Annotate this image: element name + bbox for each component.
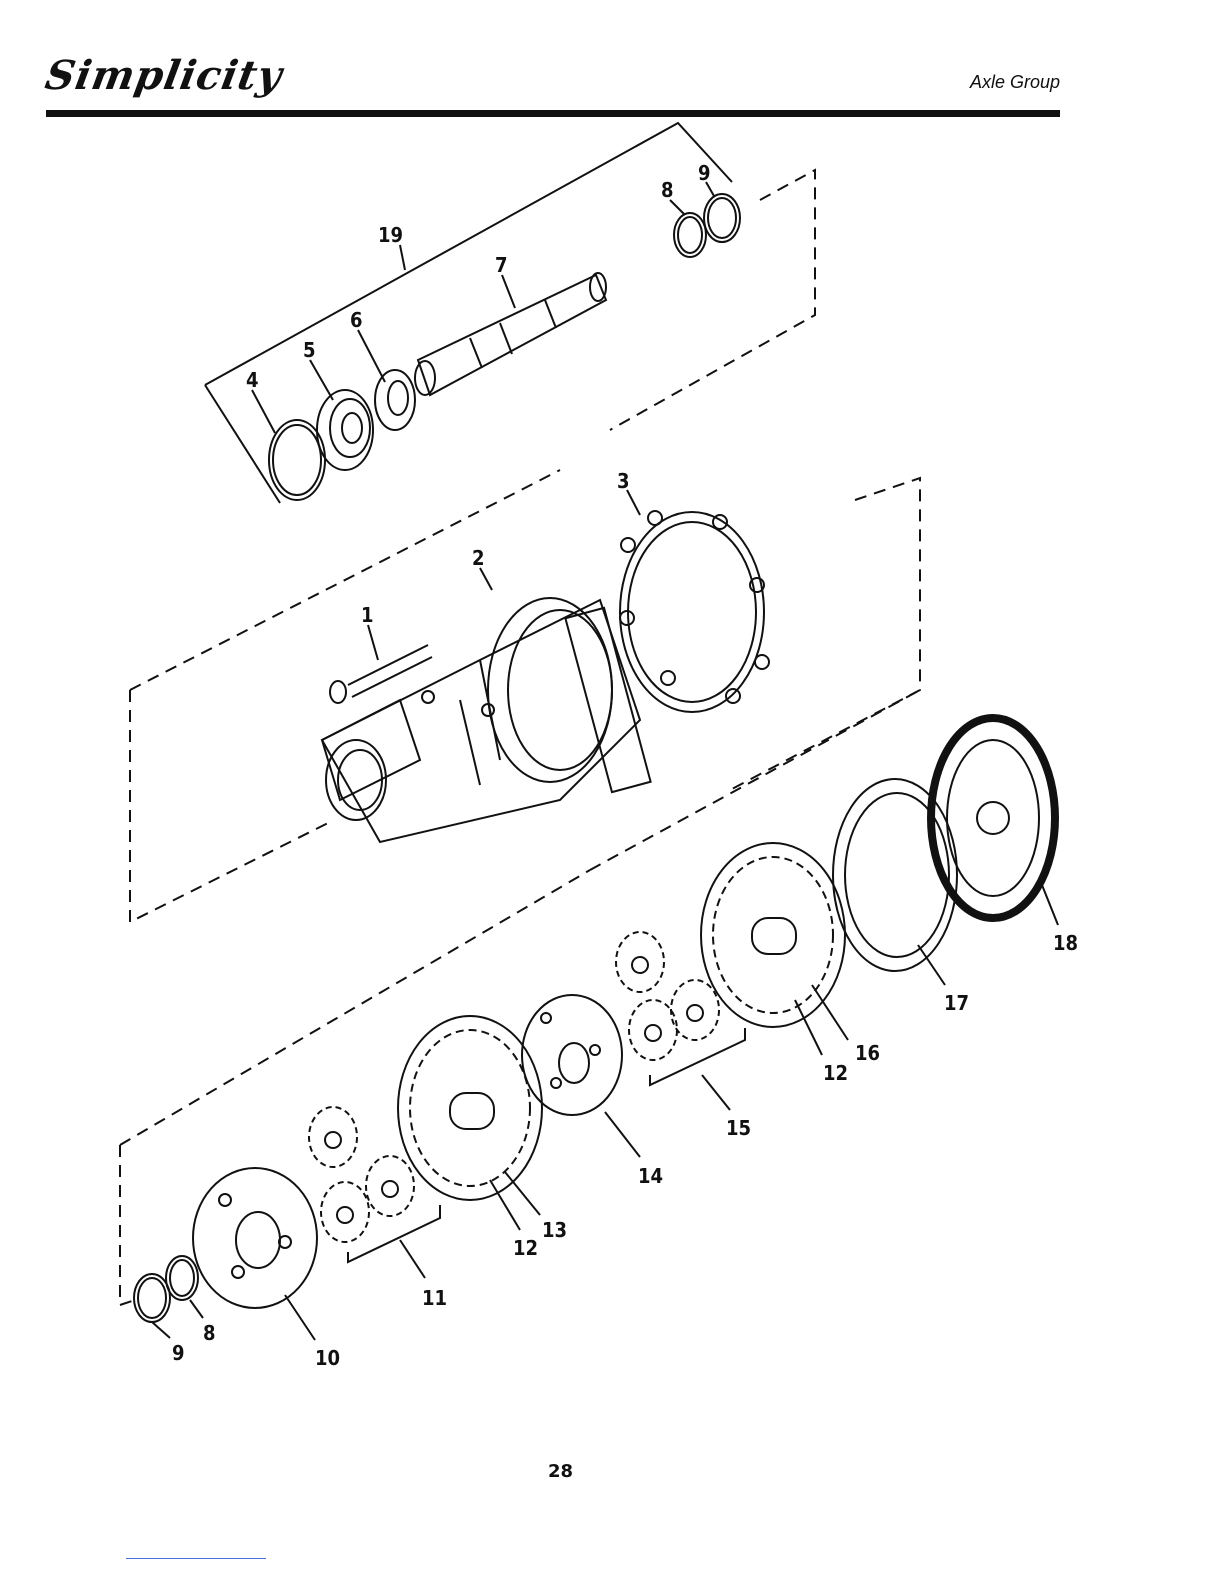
callout-6: 6 (350, 308, 363, 332)
ring-8-top (674, 213, 706, 257)
callout-18: 18 (1053, 931, 1078, 955)
washer-6 (375, 370, 415, 430)
callout-12-upper: 12 (823, 1061, 848, 1085)
callout-1: 1 (361, 603, 374, 627)
plate-14 (522, 995, 622, 1115)
friction-disc-18 (931, 718, 1055, 918)
disc-assembly (120, 690, 1058, 1340)
callout-19: 19 (378, 223, 403, 247)
shaft-7 (415, 273, 606, 395)
callout-8-bottom: 8 (203, 1321, 216, 1345)
bearing-set-15 (616, 932, 745, 1085)
callout-9-top: 9 (698, 161, 711, 185)
housing-assembly (130, 470, 920, 922)
callout-14: 14 (638, 1164, 663, 1188)
callout-13: 13 (542, 1218, 567, 1242)
snap-ring-4 (269, 420, 325, 500)
page-number: 28 (548, 1461, 573, 1482)
ring-9-top (704, 194, 740, 242)
callout-11: 11 (422, 1286, 447, 1310)
ring-8-bottom (166, 1256, 198, 1300)
callout-12-lower: 12 (513, 1236, 538, 1260)
callout-9-bottom: 9 (172, 1341, 185, 1365)
bearing-set-11 (309, 1107, 440, 1262)
plate-10 (193, 1168, 317, 1308)
footer-link-line (126, 1558, 266, 1559)
carrier-12-lower (398, 1016, 542, 1200)
callout-4: 4 (246, 368, 259, 392)
carrier-12-upper (701, 843, 845, 1027)
bolt-1 (330, 645, 432, 703)
callout-3: 3 (617, 469, 630, 493)
callout-5: 5 (303, 338, 316, 362)
callout-10: 10 (315, 1346, 340, 1370)
ring-9-bottom (134, 1274, 170, 1322)
callout-2: 2 (472, 546, 485, 570)
callout-16: 16 (855, 1041, 880, 1065)
callout-8-top: 8 (661, 178, 674, 202)
gasket-3 (620, 511, 769, 712)
shaft-assembly (205, 123, 815, 503)
callout-15: 15 (726, 1116, 751, 1140)
callout-7: 7 (495, 253, 508, 277)
callout-17: 17 (944, 991, 969, 1015)
